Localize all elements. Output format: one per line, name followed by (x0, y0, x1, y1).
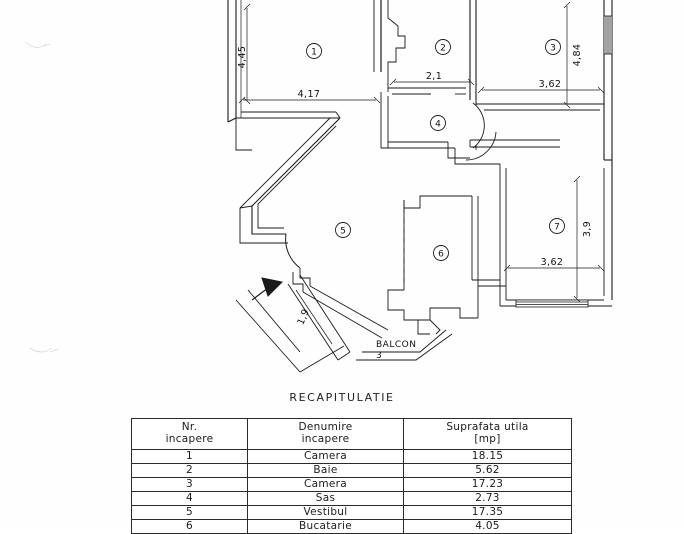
plan-walls (227, 0, 613, 373)
entrance-arrow (251, 277, 284, 301)
room-marker-1: 1 (306, 43, 322, 59)
recapitulatie-table-wrapper: Nr. incapere Denumire incapere Suprafata… (131, 418, 572, 534)
balcony-label: BALCON (376, 340, 416, 350)
room-marker-3: 3 (545, 39, 561, 55)
cell-area: 5.62 (403, 463, 572, 478)
dim-room1-horizontal: 4,17 (298, 89, 321, 100)
dim-room7-vertical: 3,9 (582, 221, 593, 237)
table-header: Nr. incapere Denumire incapere Suprafata… (131, 418, 572, 450)
cell-area: 2.73 (403, 491, 572, 506)
cell-name: Sas (247, 491, 404, 506)
cell-nr: 1 (131, 449, 248, 464)
cell-name: Vestibul (247, 505, 404, 520)
room-marker-1-label: 1 (311, 48, 317, 58)
room-marker-5-label: 5 (340, 227, 346, 237)
dim-room2-horizontal: 2,1 (426, 71, 442, 82)
room-marker-4-label: 4 (435, 120, 441, 130)
cell-area: 18.15 (403, 449, 572, 464)
header-name-line1: Denumire (298, 421, 353, 434)
dimension-lines (238, 1, 605, 345)
room-marker-6: 6 (433, 245, 449, 261)
room-marker-4: 4 (430, 115, 446, 131)
balcony-number: 3 (376, 351, 382, 361)
header-nr-incapere: Nr. incapere (131, 418, 248, 450)
room-marker-2-label: 2 (440, 44, 446, 54)
recapitulatie-title: RECAPITULATIE (289, 391, 395, 404)
cell-area: 17.23 (403, 477, 572, 492)
room-marker-7-label: 7 (554, 223, 560, 233)
room-marker-3-label: 3 (550, 44, 556, 54)
dim-room1-vertical: 4,45 (237, 46, 248, 69)
dim-room3-horizontal: 3,62 (539, 79, 562, 90)
header-denumire-incapere: Denumire incapere (247, 418, 404, 450)
header-suprafata-utila: Suprafata utila [mp] (403, 418, 572, 450)
header-name-line2: incapere (301, 433, 350, 445)
cell-name: Camera (247, 477, 404, 492)
room-markers: 1 2 3 4 5 6 7 (306, 39, 565, 261)
room-marker-5: 5 (335, 222, 351, 238)
door-swing-arcs (472, 100, 485, 150)
header-nr-line1: Nr. (181, 421, 198, 434)
cell-name: Baie (247, 463, 404, 478)
dim-room7-horizontal: 3,62 (541, 257, 564, 268)
scan-artifacts (25, 41, 59, 353)
header-area-line2: [mp] (474, 433, 501, 445)
recapitulatie-table: Nr. incapere Denumire incapere Suprafata… (131, 418, 572, 534)
window-room7 (515, 299, 589, 308)
cell-name: Camera (247, 449, 404, 464)
header-area-line1: Suprafata utila (446, 421, 529, 434)
cell-nr: 4 (131, 491, 248, 506)
header-nr-line2: incapere (165, 433, 214, 445)
window-room3 (603, 15, 613, 55)
table-header-row: Nr. incapere Denumire incapere Suprafata… (131, 418, 572, 450)
dim-room3-vertical: 4,84 (572, 44, 583, 67)
room-marker-7: 7 (549, 218, 565, 234)
dimension-labels: 4,45 4,17 2,1 4,84 3,62 3,9 3,62 1,9 (237, 44, 593, 327)
room-marker-6-label: 6 (438, 250, 444, 260)
cell-nr: 2 (131, 463, 248, 478)
cell-nr: 5 (131, 505, 248, 520)
room-marker-2: 2 (435, 39, 451, 55)
cell-area: 17.35 (403, 505, 572, 520)
balcony-label-group: BALCON 3 (376, 340, 416, 361)
cell-nr: 3 (131, 477, 248, 492)
